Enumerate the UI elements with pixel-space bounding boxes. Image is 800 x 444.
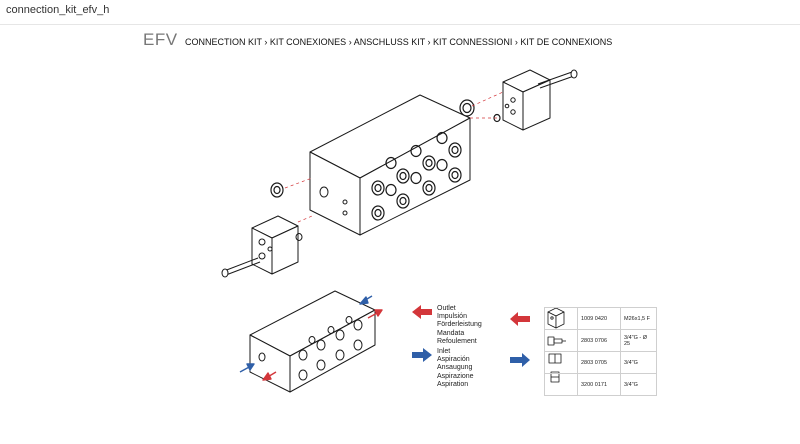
part-desc: 3/4"G - Ø 25 bbox=[620, 329, 657, 352]
legend-outlet-line: Mandata bbox=[437, 329, 465, 337]
flow-arrows bbox=[239, 295, 383, 381]
left-plug bbox=[270, 182, 284, 198]
symbol-cell bbox=[544, 307, 578, 330]
legend-inlet: Inlet Aspiración Ansaugung Aspirazione A… bbox=[437, 348, 474, 389]
part-code: 3200 0171 bbox=[577, 373, 621, 396]
arrow-cell bbox=[500, 351, 545, 374]
table-row: 1009 0420 M26x1,5 F bbox=[500, 307, 657, 330]
symbol-cell bbox=[544, 351, 578, 374]
part-code: 2803 0705 bbox=[577, 351, 621, 374]
outlet-arrow-icon bbox=[412, 305, 432, 319]
table-row: 2803 0706 3/4"G - Ø 25 bbox=[500, 329, 657, 352]
left-end-block bbox=[221, 215, 303, 278]
manifold-fittings bbox=[371, 131, 462, 221]
part-code: 2803 0706 bbox=[577, 329, 621, 352]
arrow-cell bbox=[500, 373, 545, 396]
arrow-cell bbox=[500, 307, 545, 330]
assembled-manifold bbox=[249, 290, 376, 393]
legend-inlet-line: Aspirazione bbox=[437, 372, 474, 380]
legend-outlet: Outlet Impulsión Förderleistung Mandata … bbox=[437, 305, 482, 346]
main-manifold bbox=[309, 94, 471, 236]
legend-outlet-line: Förderleistung bbox=[437, 321, 482, 329]
legend-inlet-line: Inlet bbox=[437, 348, 451, 355]
symbol-cell bbox=[544, 373, 578, 396]
assembly-lines bbox=[284, 91, 504, 223]
inlet-arrow-icon bbox=[412, 348, 432, 362]
arrow-cell bbox=[500, 329, 545, 352]
header-divider bbox=[0, 24, 800, 25]
right-end-block bbox=[502, 69, 578, 131]
brand-label: EFV bbox=[143, 30, 178, 49]
legend-outlet-line: Refoulement bbox=[437, 337, 477, 345]
right-plug bbox=[459, 99, 501, 123]
legend-inlet-line: Ansaugung bbox=[437, 364, 473, 372]
part-desc: 3/4"G bbox=[620, 373, 657, 396]
part-desc: M26x1,5 F bbox=[620, 307, 657, 330]
legend-outlet-line: Outlet bbox=[437, 305, 456, 312]
page-heading: CONNECTION KIT › KIT CONEXIONES › ANSCHL… bbox=[185, 37, 613, 47]
part-code: 1009 0420 bbox=[577, 307, 621, 330]
table-row: 3200 0171 3/4"G bbox=[500, 373, 657, 396]
parts-table: 1009 0420 M26x1,5 F 2803 0706 3/4"G - Ø … bbox=[500, 307, 657, 396]
legend-inlet-line: Aspiración bbox=[437, 356, 470, 364]
legend-outlet-line: Impulsión bbox=[437, 313, 467, 321]
file-title: connection_kit_efv_h bbox=[6, 4, 110, 16]
part-desc: 3/4"G bbox=[620, 351, 657, 374]
symbol-cell bbox=[544, 329, 578, 352]
table-row: 2803 0705 3/4"G bbox=[500, 351, 657, 374]
legend-inlet-line: Aspiration bbox=[437, 380, 469, 388]
